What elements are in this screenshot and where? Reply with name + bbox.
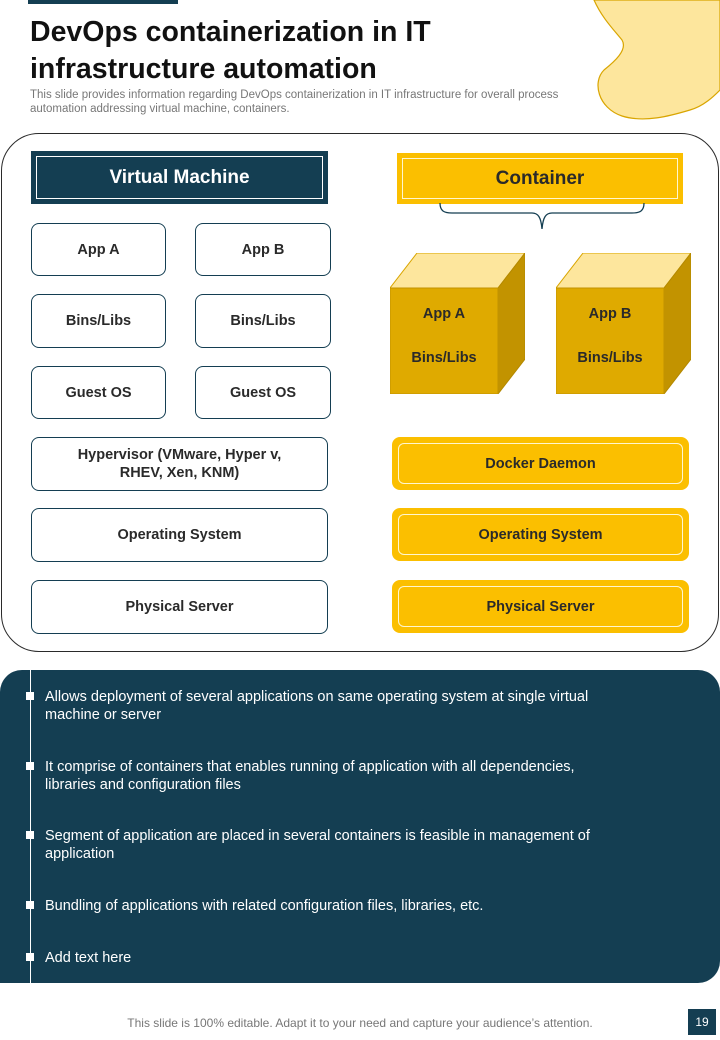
- vm-guest-os-b-box: Guest OS: [195, 366, 331, 419]
- vm-physical-server-box: Physical Server: [31, 580, 328, 634]
- bullet-item: Allows deployment of several application…: [45, 689, 589, 723]
- container-cube-a-bins: Bins/Libs: [411, 350, 477, 366]
- container-docker-daemon-box: Docker Daemon: [392, 437, 689, 490]
- container-physical-server-box: Physical Server: [392, 580, 689, 633]
- top-accent-bar: [28, 0, 178, 4]
- page-subtitle: This slide provides information regardin…: [30, 89, 559, 115]
- page-number: 19: [688, 1009, 716, 1035]
- bullet-item: Add text here: [45, 950, 132, 966]
- container-cube-a: [390, 253, 525, 394]
- container-cube-b: [556, 253, 691, 394]
- container-header-label: Container: [495, 167, 585, 189]
- virtual-machine-header: Virtual Machine: [31, 151, 328, 204]
- footer-note: This slide is 100% editable. Adapt it to…: [127, 1016, 593, 1030]
- vm-hypervisor-line-2: RHEV, Xen, KNM): [119, 465, 240, 481]
- container-brace: [439, 202, 645, 230]
- vm-app-b-box: App B: [195, 223, 331, 276]
- container-physical-server-label: Physical Server: [398, 586, 683, 627]
- container-cube-b-bins: Bins/Libs: [577, 350, 643, 366]
- vm-operating-system-box: Operating System: [31, 508, 328, 562]
- vm-hypervisor-box: Hypervisor (VMware, Hyper v, RHEV, Xen, …: [31, 437, 328, 491]
- bullet-item: Segment of application are placed in sev…: [45, 828, 590, 862]
- info-panel-timeline-line: [30, 670, 32, 983]
- container-docker-daemon-label: Docker Daemon: [398, 443, 683, 484]
- bullet-marker: [26, 953, 34, 961]
- bullet-item: It comprise of containers that enables r…: [45, 759, 575, 793]
- bullet-marker: [26, 762, 34, 770]
- info-panel: [0, 670, 720, 983]
- container-operating-system-label: Operating System: [398, 514, 683, 555]
- bullet-marker: [26, 831, 34, 839]
- decorative-blob: [593, 0, 720, 120]
- bullet-item: Bundling of applications with related co…: [45, 898, 484, 914]
- container-cube-a-app: App A: [422, 306, 466, 322]
- container-operating-system-box: Operating System: [392, 508, 689, 561]
- vm-bins-a-box: Bins/Libs: [31, 294, 166, 348]
- container-cube-b-app: App B: [588, 306, 632, 322]
- bullet-marker: [26, 901, 34, 909]
- vm-guest-os-a-box: Guest OS: [31, 366, 166, 419]
- page-title: DevOps containerization in IT infrastruc…: [30, 16, 431, 85]
- container-header: Container: [397, 153, 683, 204]
- vm-bins-b-box: Bins/Libs: [195, 294, 331, 348]
- virtual-machine-header-label: Virtual Machine: [109, 166, 250, 188]
- vm-hypervisor-line-1: Hypervisor (VMware, Hyper v,: [77, 447, 282, 463]
- bullet-marker: [26, 692, 34, 700]
- vm-app-a-box: App A: [31, 223, 166, 276]
